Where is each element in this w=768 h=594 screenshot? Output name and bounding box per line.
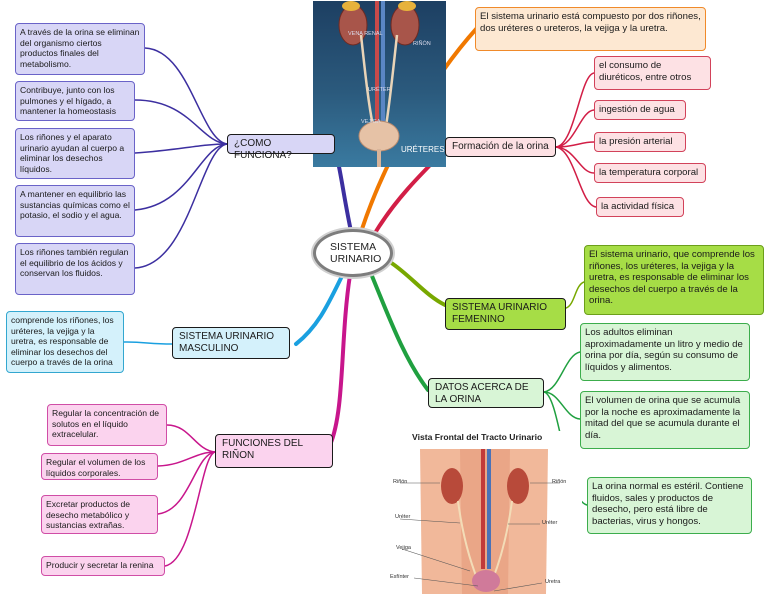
branch-line-funciones	[328, 273, 352, 447]
label-rinon-right: Riñón	[552, 479, 567, 485]
bottom-urinary-image: Vista Frontal del Tracto Urinario Riñón …	[390, 431, 582, 594]
urinary-anatomy-illustration	[338, 1, 420, 167]
label-esfinter: Esfínter	[390, 574, 409, 580]
datos-item-1[interactable]: Los adultos eliminan aproximadamente un …	[580, 323, 750, 381]
como-item-4[interactable]: A mantener en equilibrio las sustancias …	[15, 185, 135, 237]
label-rinon-top: RIÑÓN	[413, 41, 431, 47]
ureteres-caption: URÉTERES	[401, 145, 445, 154]
funciones-item-2[interactable]: Regular el volumen de los líquidos corpo…	[41, 453, 158, 480]
urinary-tract-illustration	[399, 449, 560, 594]
central-topic-label: SISTEMA URINARIO	[330, 241, 382, 265]
branch-line-datos	[370, 274, 430, 392]
label-vena-renal: VENA RENAL	[348, 31, 383, 37]
branch-sistema-masculino[interactable]: SISTEMA URINARIO MASCULINO	[172, 327, 290, 359]
formacion-item-5[interactable]: la actividad física	[596, 197, 684, 217]
branch-sistema-femenino[interactable]: SISTEMA URINARIO FEMENINO	[445, 298, 566, 330]
branch-datos-orina[interactable]: DATOS ACERCA DE LA ORINA	[428, 378, 544, 408]
bottom-image-title: Vista Frontal del Tracto Urinario	[412, 432, 543, 442]
femenino-description[interactable]: El sistema urinario, que comprende los r…	[584, 245, 764, 315]
datos-item-3[interactable]: La orina normal es estéril. Contiene flu…	[587, 477, 752, 534]
branch-como-funciona[interactable]: ¿COMO FUNCIONA?	[227, 134, 335, 161]
como-item-2[interactable]: Contribuye, junto con los pulmones y el …	[15, 81, 135, 121]
funciones-item-3[interactable]: Excretar productos de desecho metabólico…	[41, 495, 158, 534]
central-topic[interactable]: SISTEMA URINARIO	[313, 229, 393, 277]
funciones-item-1[interactable]: Regular la concentración de solutos en e…	[47, 404, 167, 446]
masculino-description[interactable]: comprende los riñones, los uréteres, la …	[6, 311, 124, 373]
top-urinary-image: VENA RENAL RIÑÓN URÉTER VEJIGA URÉTERES	[313, 1, 446, 167]
label-ureter-left: Uréter	[395, 514, 411, 520]
como-item-5[interactable]: Los riñones también regulan el equilibri…	[15, 243, 135, 295]
como-item-1[interactable]: A través de la orina se eliminan del org…	[15, 23, 145, 75]
label-rinon-left: Riñón	[393, 479, 408, 485]
formacion-item-3[interactable]: la presión arterial	[594, 132, 686, 152]
compuesto-description[interactable]: El sistema urinario está compuesto por d…	[475, 7, 706, 51]
branch-line-femenino	[388, 260, 447, 307]
label-vejiga-top: VEJIGA	[361, 119, 381, 125]
como-item-3[interactable]: Los riñones y el aparato urinario ayudan…	[15, 128, 135, 179]
branch-funciones-rinon[interactable]: FUNCIONES DEL RIÑON	[215, 434, 333, 468]
label-ureter-top: URÉTER	[368, 87, 391, 93]
label-vejiga: Vejiga	[396, 545, 411, 551]
datos-item-2[interactable]: El volumen de orina que se acumula por l…	[580, 391, 750, 449]
funciones-item-4[interactable]: Producir y secretar la renina	[41, 556, 165, 576]
label-uretra: Uretra	[545, 579, 561, 585]
formacion-item-4[interactable]: la temperatura corporal	[594, 163, 706, 183]
formacion-item-1[interactable]: el consumo de diuréticos, entre otros	[594, 56, 711, 90]
formacion-item-2[interactable]: ingestión de agua	[594, 100, 686, 120]
branch-formacion-orina[interactable]: Formación de la orina	[445, 137, 556, 157]
label-ureter-right: Uréter	[542, 520, 558, 526]
branch-line-masculino	[294, 268, 347, 346]
